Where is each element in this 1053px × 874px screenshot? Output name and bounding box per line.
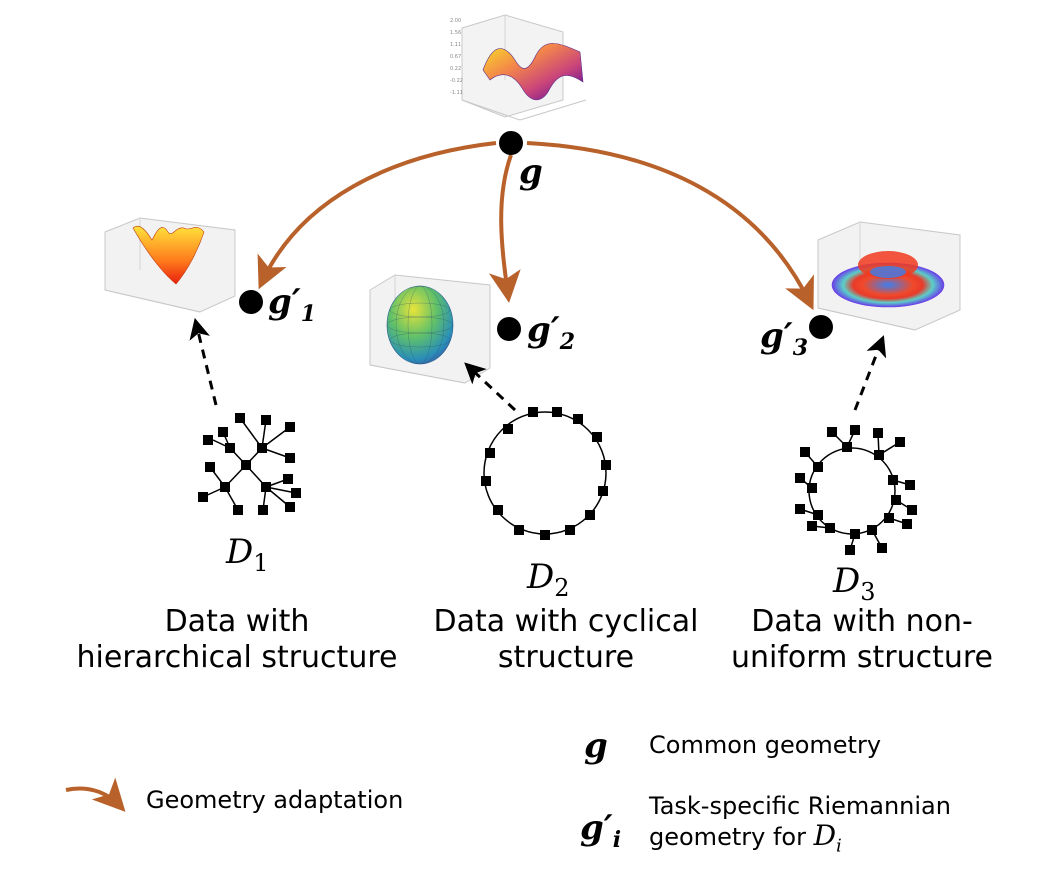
geometry-label-3: g′3 xyxy=(760,316,809,361)
geometry-node-1 xyxy=(239,290,263,314)
adaptation-arrow-to-g1 xyxy=(257,141,497,290)
non-uniform-geometry-plot xyxy=(817,221,961,331)
adaptation-arrow-to-g3 xyxy=(526,141,814,311)
legend-gi-symbol: g′i xyxy=(580,808,622,853)
hierarchical-data-graph xyxy=(198,413,301,515)
geometry-node-2 xyxy=(497,317,521,341)
legend-adaptation-arrow xyxy=(65,777,126,812)
legend-adaptation-label: Geometry adaptation xyxy=(146,786,404,814)
geometry-node-3 xyxy=(809,315,833,339)
svg-text:0.22: 0.22 xyxy=(450,66,461,72)
caption-hierarchical: Data with hierarchical structure xyxy=(76,604,398,675)
non-uniform-data-graph xyxy=(795,425,917,555)
data-label-3: D3 xyxy=(833,561,876,606)
svg-text:1.56: 1.56 xyxy=(450,30,461,36)
data-arrow-3 xyxy=(853,335,887,411)
data-arrow-2 xyxy=(464,362,517,412)
cyclical-geometry-plot xyxy=(369,274,491,384)
data-arrows xyxy=(189,317,887,412)
common-geometry-node xyxy=(499,131,523,155)
geometry-label-2: g′2 xyxy=(527,310,576,355)
hierarchical-geometry-plot xyxy=(104,217,236,313)
common-geometry-label: g xyxy=(519,152,543,192)
svg-text:-0.22: -0.22 xyxy=(450,78,463,84)
data-label-1: D1 xyxy=(226,532,269,577)
geometry-label-1: g′1 xyxy=(268,282,317,327)
svg-text:2.00: 2.00 xyxy=(450,18,461,24)
caption-non-uniform: Data with non- uniform structure xyxy=(731,604,993,675)
legend-gi-description: Task-specific Riemannian geometry for Di xyxy=(649,792,951,857)
common-geometry-plot: 2.00 1.56 1.11 0.67 0.22 -0.22 -1.11 xyxy=(450,14,587,121)
caption-cyclical: Data with cyclical structure xyxy=(433,604,699,675)
data-arrow-1 xyxy=(189,317,218,406)
legend-g-symbol: g xyxy=(584,726,608,766)
data-label-2: D2 xyxy=(527,557,570,602)
svg-text:0.67: 0.67 xyxy=(450,54,461,60)
adaptation-arrow-to-g2 xyxy=(488,154,521,303)
svg-text:1.11: 1.11 xyxy=(450,42,461,48)
svg-text:-1.11: -1.11 xyxy=(450,90,463,96)
legend-g-description: Common geometry xyxy=(649,731,882,759)
adaptation-arrows xyxy=(257,141,814,311)
cyclical-data-graph xyxy=(481,407,611,540)
